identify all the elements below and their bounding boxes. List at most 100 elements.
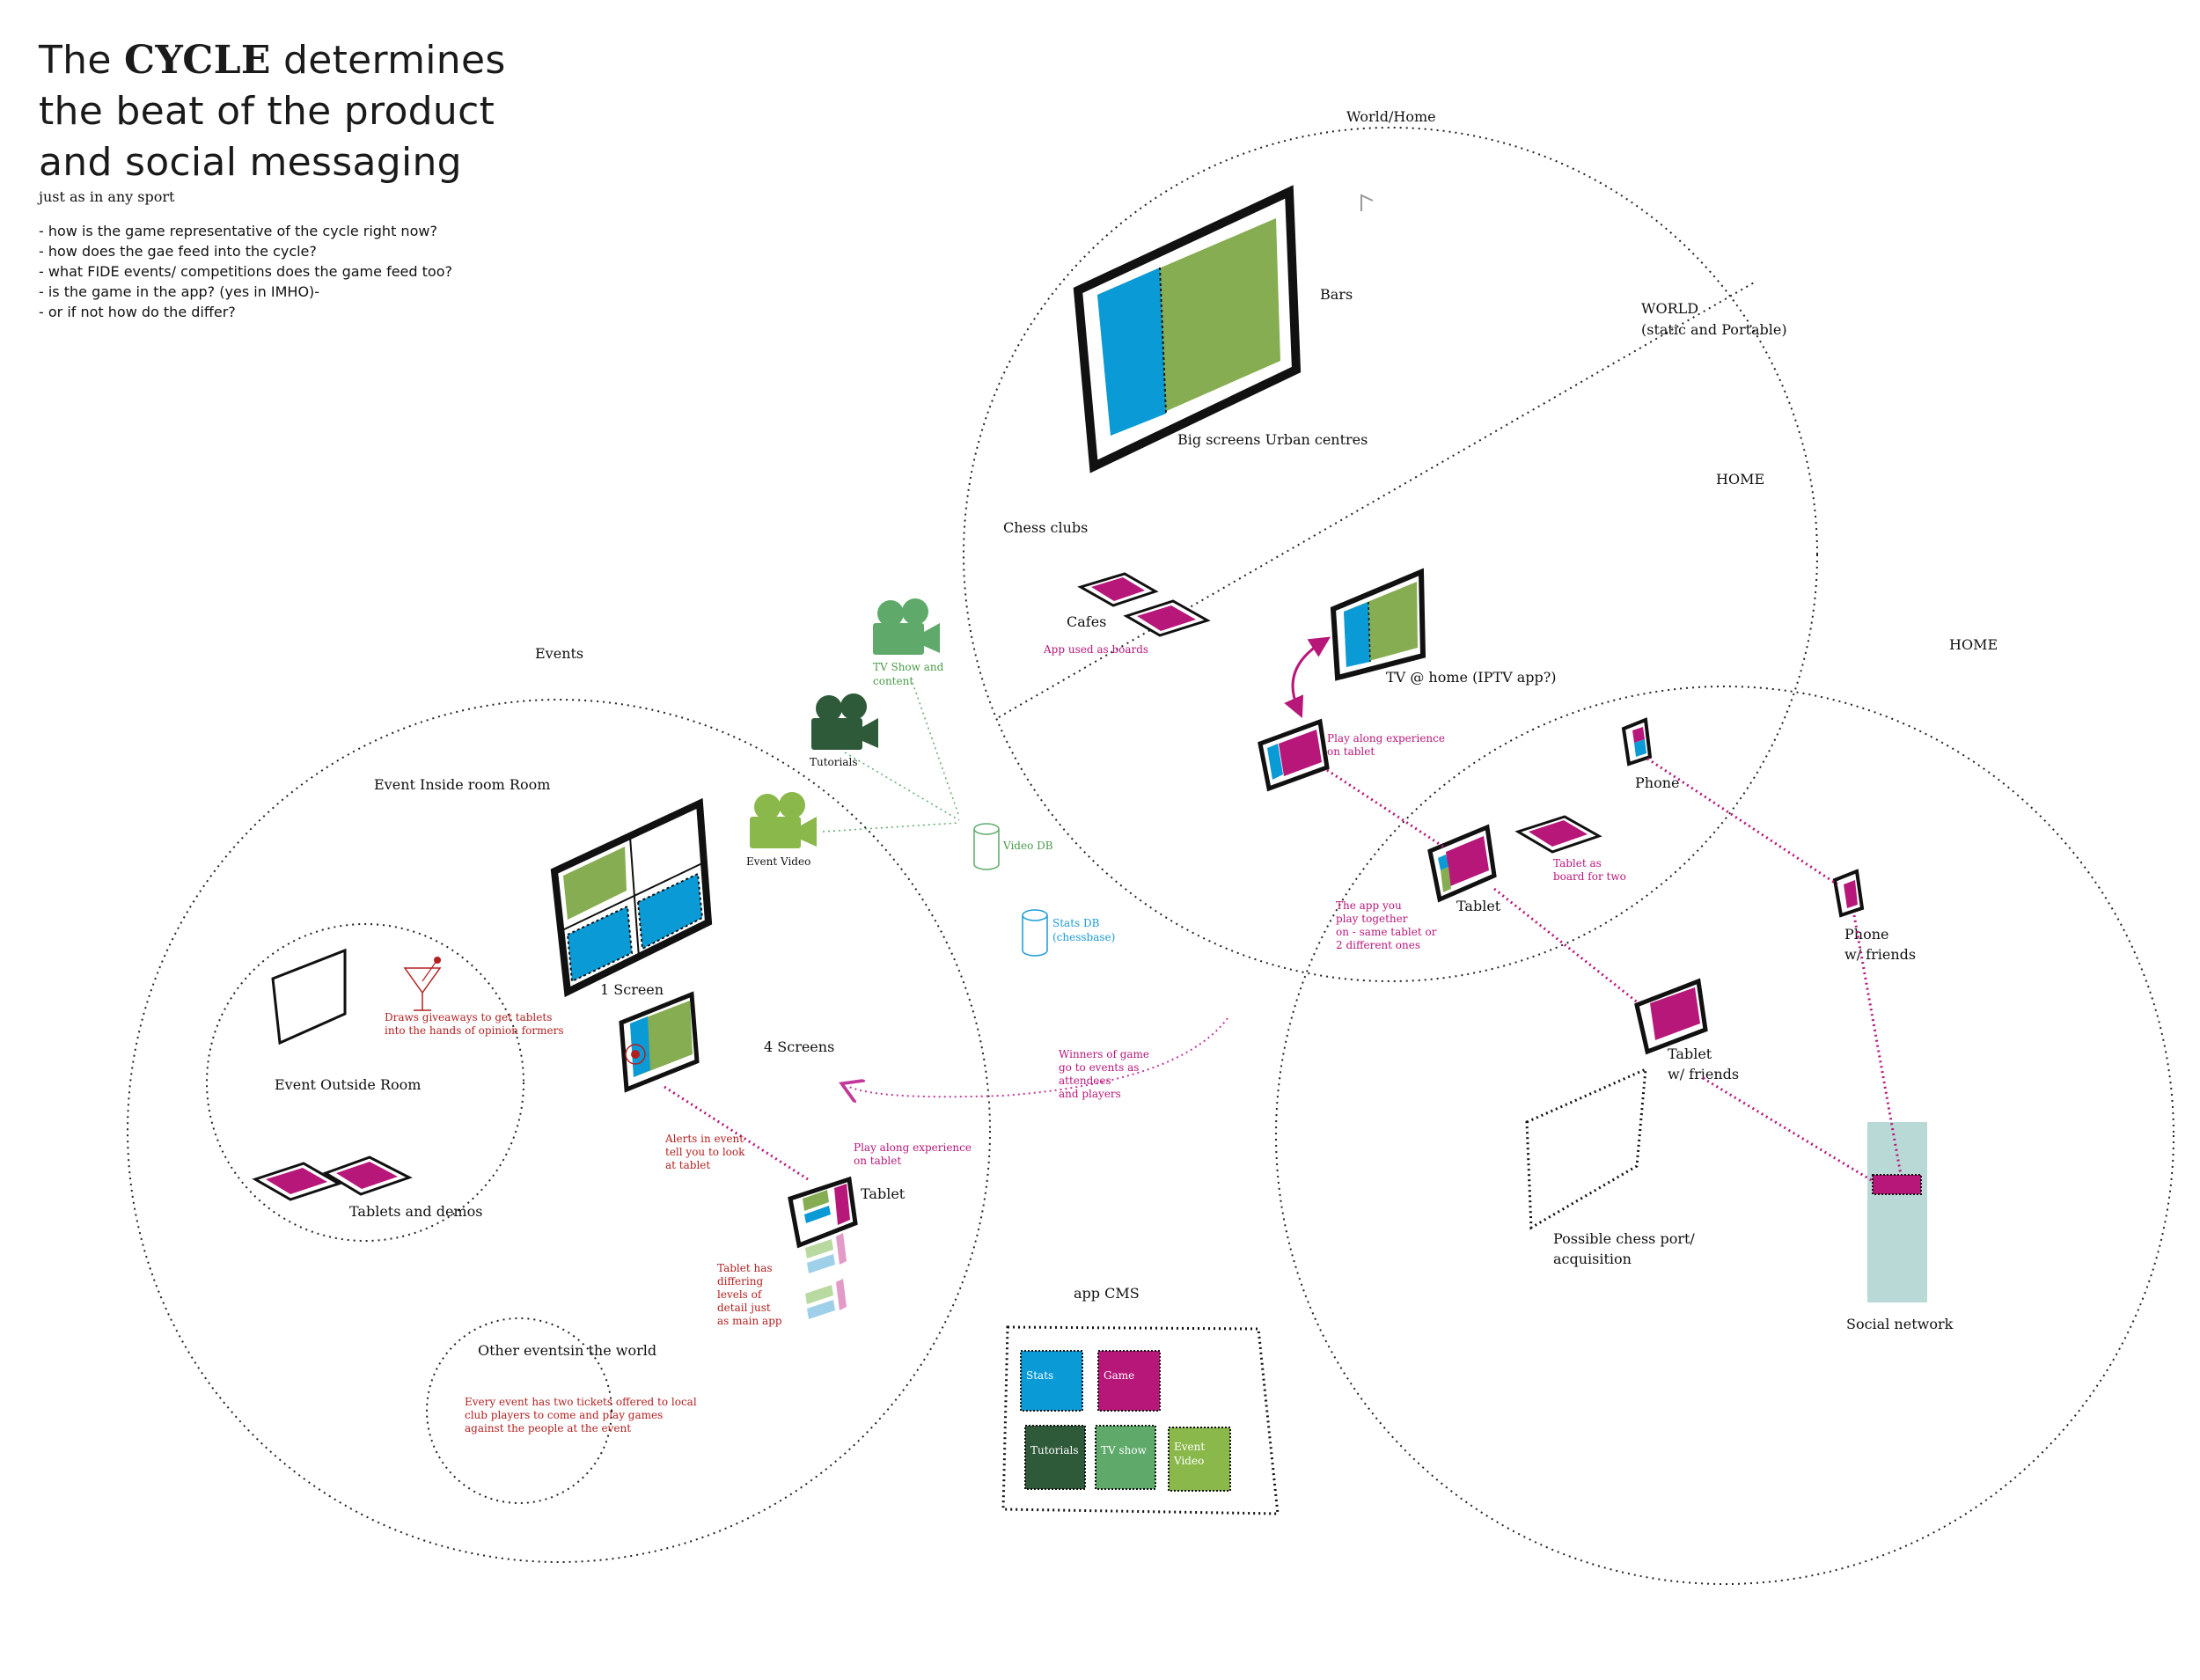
link-tablet-tabletfriends [1493, 887, 1639, 1005]
app-boards-label: App used as boards [1043, 643, 1148, 656]
bars-label: Bars [1320, 286, 1353, 303]
tablet-friends-device [1634, 978, 1708, 1055]
play-together-2: play together [1336, 913, 1408, 925]
question-item: - or if not how do the differ? [39, 304, 236, 320]
title-bold-word: CYCLE [124, 38, 271, 83]
link-screen-tablet [664, 1085, 809, 1181]
link-world-tablet-home-tablet [1326, 768, 1444, 848]
winners-2: go to events as [1059, 1061, 1139, 1074]
tablets-demos-label: Tablets and demos [349, 1203, 482, 1220]
cocktail-glass-icon [403, 957, 442, 1011]
cafe-board-1 [1077, 572, 1159, 607]
question-item: - is the game in the app? (yes in IMHO)- [39, 283, 320, 300]
alerts-2: tell you to look [665, 1146, 745, 1158]
stats-db-1: Stats DB [1052, 917, 1100, 929]
home-tablet-label: Tablet [1456, 898, 1501, 914]
four-screens-label: 4 Screens [764, 1038, 834, 1055]
detail-levels [805, 1233, 847, 1319]
winners-arrow [849, 1017, 1228, 1097]
other-events-circle [426, 1317, 612, 1504]
question-item: - how is the game representative of the … [39, 223, 437, 239]
chess-port-outline [1525, 1067, 1647, 1230]
cafe-board-2 [1123, 599, 1211, 637]
video-camera-icon [873, 598, 940, 655]
events-label: Events [535, 645, 583, 662]
home-tablet [1427, 824, 1497, 903]
chess-port-1: Possible chess port/ [1553, 1230, 1695, 1247]
tv-home [1330, 568, 1426, 681]
one-screen-label: 1 Screen [600, 981, 664, 998]
cms-tile [1097, 1350, 1161, 1412]
title-block: The CYCLE determines the beat of the pro… [39, 35, 655, 322]
tv-tablet-arrow [1284, 636, 1331, 718]
cms-tile-label: Tutorials [1030, 1444, 1079, 1456]
event-screen-grid [550, 797, 713, 998]
levels-4: detail just [717, 1302, 771, 1314]
chess-port-2: acquisition [1553, 1251, 1632, 1267]
world-home-label: World/Home [1346, 108, 1436, 125]
event-outside-circle [206, 923, 524, 1242]
target-icon [625, 1044, 646, 1065]
cms-frame [1001, 1325, 1280, 1515]
other-events-label: Other eventsin the world [478, 1342, 656, 1359]
play-together-4: 2 different ones [1336, 939, 1420, 951]
page-title-line-2: the beat of the product [39, 89, 495, 134]
world-label-2: (static and Portable) [1641, 321, 1787, 338]
cms-tile [1168, 1427, 1231, 1492]
link-tabletfriends-social [1702, 1076, 1874, 1183]
database-icon [973, 823, 1000, 870]
cms-tile [1020, 1350, 1083, 1412]
play-together-1: The app you [1336, 899, 1402, 912]
video-camera-icon [750, 792, 817, 848]
home-circle [1275, 686, 2174, 1585]
social-network-label: Social network [1846, 1316, 1954, 1332]
page-title-line-3: and social messaging [39, 140, 462, 185]
video-camera-icon [811, 693, 878, 750]
corner-mark [1360, 194, 1374, 211]
link-eventvideo-db [822, 822, 960, 833]
other-events-note-1: Every event has two tickets offered to l… [465, 1396, 697, 1408]
link-phonefriends-social [1852, 914, 1903, 1176]
play-together-3: on - same tablet or [1336, 926, 1437, 938]
subtitle: just as in any sport [39, 188, 175, 205]
cms-tile-label: TV show [1101, 1444, 1148, 1456]
levels-5: as main app [717, 1315, 782, 1327]
tablet-board-1: Tablet as [1553, 857, 1602, 869]
cms-tile-label: Event [1174, 1441, 1205, 1453]
play-along-world-2: on tablet [1327, 745, 1375, 758]
database-icon [1022, 909, 1048, 957]
event-single-screen [619, 991, 700, 1093]
levels-2: differing [717, 1275, 763, 1288]
page-title-line-1: The CYCLE determines [39, 35, 655, 86]
cms-tile-label: Game [1104, 1369, 1134, 1382]
demo-board-2 [322, 1155, 413, 1196]
world-home-circle [963, 127, 1818, 982]
levels-1: Tablet has [717, 1262, 773, 1274]
demo-board-1 [252, 1162, 342, 1201]
question-item: - how does the gae feed into the cycle? [39, 243, 317, 260]
play-along-world-1: Play along experience [1327, 732, 1445, 745]
video-db-label: Video DB [1002, 840, 1053, 852]
winners-3: attendees [1059, 1075, 1111, 1087]
event-tablet [788, 1176, 858, 1249]
home-inner-label: HOME [1716, 471, 1764, 488]
title-post: determines [270, 38, 506, 83]
big-screen [1073, 185, 1302, 473]
tv-show-1: TV Show and [873, 661, 944, 673]
event-tablet-label: Tablet [861, 1185, 906, 1202]
tablet-board-2: board for two [1553, 870, 1626, 883]
alerts-3: at tablet [665, 1159, 710, 1171]
title-pre: The [39, 38, 125, 83]
outside-room-screen [271, 948, 347, 1045]
tv-show-2: content [873, 675, 913, 687]
question-item: - what FIDE events/ competitions does th… [39, 263, 452, 280]
link-tutorials-db [844, 752, 960, 821]
home-label: HOME [1949, 636, 1998, 653]
world-label-1: WORLD [1641, 300, 1698, 317]
phone-label: Phone [1635, 774, 1679, 791]
event-video-label: Event Video [746, 855, 810, 868]
world-home-divider [998, 281, 1756, 718]
stats-db-2: (chessbase) [1052, 931, 1115, 943]
winners-1: Winners of game [1059, 1048, 1149, 1060]
